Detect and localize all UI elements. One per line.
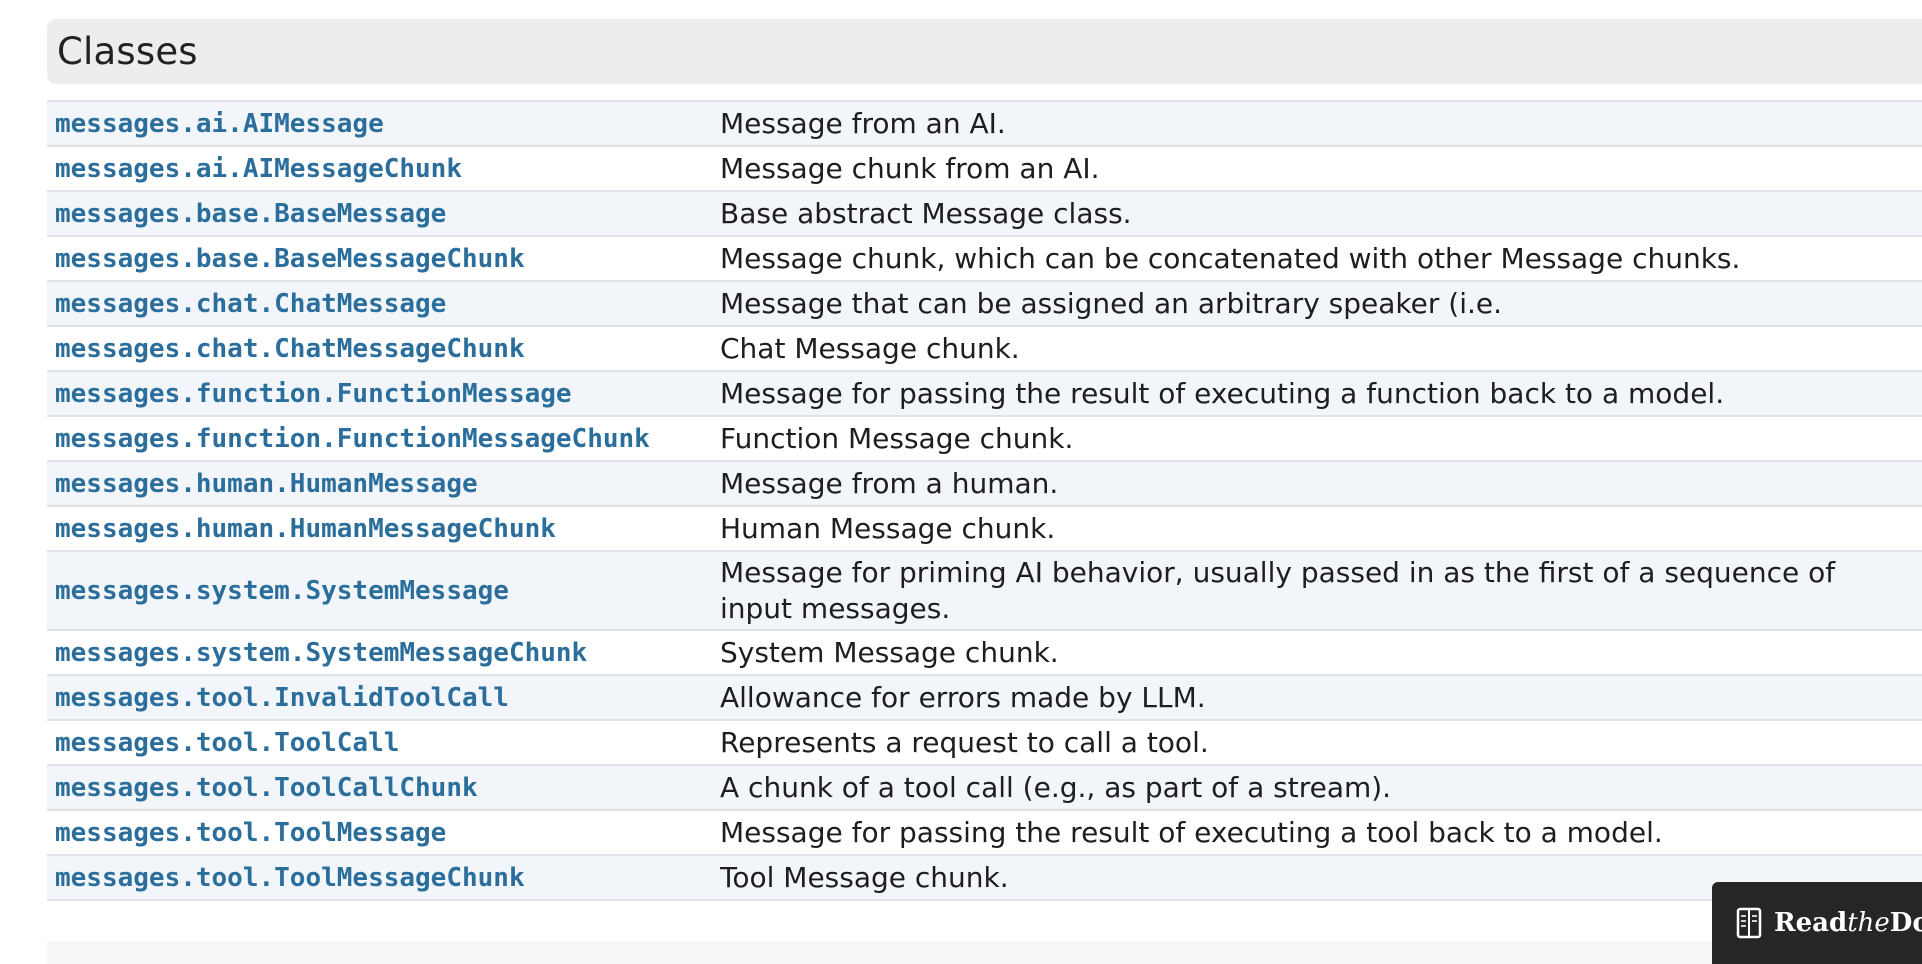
class-link[interactable]: messages.tool.ToolMessageChunk	[55, 862, 525, 893]
class-link[interactable]: messages.tool.ToolMessage	[55, 817, 447, 848]
class-link[interactable]: messages.ai.AIMessage	[55, 108, 384, 139]
class-name-cell: messages.human.HumanMessage	[47, 461, 712, 506]
class-link[interactable]: messages.chat.ChatMessageChunk	[55, 333, 525, 364]
footer-strip	[47, 941, 1922, 964]
table-row: messages.human.HumanMessage Message from …	[47, 461, 1922, 506]
table-row: messages.chat.ChatMessage Message that ca…	[47, 281, 1922, 326]
class-description: Message for priming AI behavior, usually…	[720, 555, 1836, 625]
class-description: Message that can be assigned an arbitrar…	[720, 286, 1503, 320]
table-row: messages.ai.AIMessage Message from an AI.	[47, 101, 1922, 146]
class-name-cell: messages.human.HumanMessageChunk	[47, 506, 712, 551]
class-link[interactable]: messages.tool.ToolCallChunk	[55, 772, 478, 803]
table-row: messages.tool.ToolMessage Message for pas…	[47, 810, 1922, 855]
class-name-cell: messages.chat.ChatMessage	[47, 281, 712, 326]
class-description: A chunk of a tool call (e.g., as part of…	[720, 770, 1392, 804]
classes-table-body: messages.ai.AIMessage Message from an AI.…	[47, 101, 1922, 900]
section-title: Classes	[57, 30, 198, 73]
class-description: Tool Message chunk.	[720, 860, 1009, 894]
class-description: Function Message chunk.	[720, 421, 1074, 455]
classes-table: messages.ai.AIMessage Message from an AI.…	[47, 100, 1922, 901]
table-row: messages.function.FunctionMessage Message…	[47, 371, 1922, 416]
class-link[interactable]: messages.chat.ChatMessage	[55, 288, 447, 319]
class-description: Message chunk, which can be concatenated…	[720, 241, 1741, 275]
class-name-cell: messages.tool.InvalidToolCall	[47, 675, 712, 720]
class-name-cell: messages.function.FunctionMessage	[47, 371, 712, 416]
class-link[interactable]: messages.function.FunctionMessage	[55, 378, 572, 409]
read-the-docs-label: ReadtheDocs	[1774, 908, 1922, 938]
table-row: messages.human.HumanMessageChunk Human Me…	[47, 506, 1922, 551]
table-row: messages.base.BaseMessage Base abstract M…	[47, 191, 1922, 236]
class-description: Message for passing the result of execut…	[720, 815, 1663, 849]
class-name-cell: messages.system.SystemMessageChunk	[47, 630, 712, 675]
table-row: messages.ai.AIMessageChunk Message chunk …	[47, 146, 1922, 191]
table-row: messages.system.SystemMessageChunk System…	[47, 630, 1922, 675]
table-row: messages.tool.ToolMessageChunk Tool Messa…	[47, 855, 1922, 900]
class-link[interactable]: messages.base.BaseMessageChunk	[55, 243, 525, 274]
class-link[interactable]: messages.system.SystemMessage	[55, 575, 509, 606]
class-link[interactable]: messages.human.HumanMessageChunk	[55, 513, 556, 544]
read-the-docs-badge[interactable]: ReadtheDocs	[1712, 882, 1922, 964]
table-row: messages.tool.ToolCallChunk A chunk of a …	[47, 765, 1922, 810]
class-link[interactable]: messages.base.BaseMessage	[55, 198, 447, 229]
table-row: messages.base.BaseMessageChunk Message ch…	[47, 236, 1922, 281]
class-description: Human Message chunk.	[720, 511, 1056, 545]
class-description: Message chunk from an AI.	[720, 151, 1100, 185]
table-row: messages.system.SystemMessage Message for…	[47, 551, 1922, 630]
class-link[interactable]: messages.system.SystemMessageChunk	[55, 637, 588, 668]
class-name-cell: messages.tool.ToolCallChunk	[47, 765, 712, 810]
class-description: Chat Message chunk.	[720, 331, 1020, 365]
class-link[interactable]: messages.ai.AIMessageChunk	[55, 153, 462, 184]
class-name-cell: messages.base.BaseMessage	[47, 191, 712, 236]
class-description: Message from a human.	[720, 466, 1059, 500]
class-description: System Message chunk.	[720, 635, 1059, 669]
class-link[interactable]: messages.human.HumanMessage	[55, 468, 478, 499]
table-row: messages.tool.ToolCall Represents a reque…	[47, 720, 1922, 765]
class-name-cell: messages.function.FunctionMessageChunk	[47, 416, 712, 461]
class-name-cell: messages.tool.ToolCall	[47, 720, 712, 765]
table-row: messages.tool.InvalidToolCall Allowance f…	[47, 675, 1922, 720]
class-description: Represents a request to call a tool.	[720, 725, 1209, 759]
table-row: messages.chat.ChatMessageChunk Chat Messa…	[47, 326, 1922, 371]
book-icon	[1736, 907, 1762, 939]
table-row: messages.function.FunctionMessageChunk Fu…	[47, 416, 1922, 461]
class-name-cell: messages.base.BaseMessageChunk	[47, 236, 712, 281]
class-name-cell: messages.tool.ToolMessageChunk	[47, 855, 712, 900]
class-link[interactable]: messages.tool.InvalidToolCall	[55, 682, 509, 713]
class-name-cell: messages.chat.ChatMessageChunk	[47, 326, 712, 371]
class-link[interactable]: messages.tool.ToolCall	[55, 727, 400, 758]
class-description: Message from an AI.	[720, 106, 1006, 140]
class-name-cell: messages.system.SystemMessage	[47, 551, 712, 630]
class-name-cell: messages.tool.ToolMessage	[47, 810, 712, 855]
class-name-cell: messages.ai.AIMessageChunk	[47, 146, 712, 191]
class-description: Allowance for errors made by LLM.	[720, 680, 1206, 714]
class-name-cell: messages.ai.AIMessage	[47, 101, 712, 146]
class-description: Message for passing the result of execut…	[720, 376, 1725, 410]
class-link[interactable]: messages.function.FunctionMessageChunk	[55, 423, 650, 454]
class-description: Base abstract Message class.	[720, 196, 1132, 230]
section-header: Classes	[47, 19, 1922, 84]
